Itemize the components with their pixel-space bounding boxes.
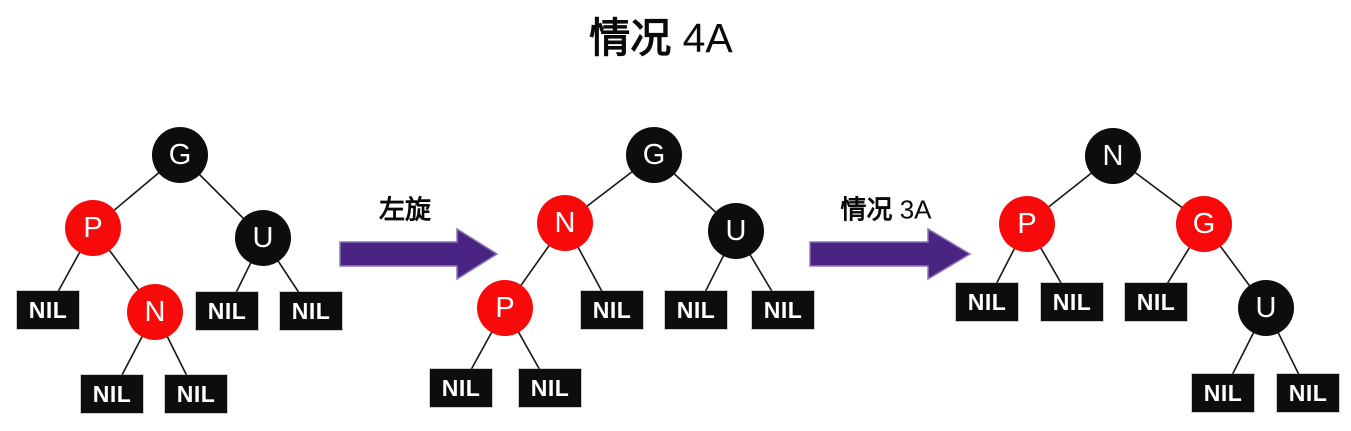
tree-node-p-red: P [65,200,121,256]
nil-leaf-node: NIL [430,369,492,407]
tree-node-u-black: U [708,203,764,259]
nil-leaf-node: NIL [280,292,342,330]
page-title-cjk: 情况 [589,15,672,61]
page-title: 情况 4A [589,4,733,64]
tree-node-n-red: N [537,195,593,251]
arrow-label-cjk: 情况 [840,194,893,225]
arrow-label: 左旋 [379,190,431,227]
nil-leaf-node: NIL [1277,374,1339,412]
tree-node-n-black: N [1085,128,1141,184]
nil-leaf-node: NIL [1125,283,1187,321]
transition-arrow-icon [809,227,972,281]
tree-node-u-black: U [1238,280,1294,336]
tree-node-n-red: N [127,284,183,340]
page-title-latin: 4A [671,15,733,61]
nil-leaf-node: NIL [1192,374,1254,412]
nil-leaf-node: NIL [81,375,143,413]
tree-node-g-black: G [152,127,208,183]
arrow-label-cjk: 左旋 [378,194,432,225]
arrow-label-latin: 3A [892,194,932,225]
nil-leaf-node: NIL [1041,283,1103,321]
nil-leaf-node: NIL [519,369,581,407]
tree-node-u-black: U [235,210,291,266]
nil-leaf-node: NIL [196,292,258,330]
arrow-label: 情况 3A [840,190,931,227]
nil-leaf-node: NIL [17,291,79,329]
nil-leaf-node: NIL [752,291,814,329]
tree-node-g-black: G [626,127,682,183]
nil-leaf-node: NIL [956,283,1018,321]
nil-leaf-node: NIL [665,291,727,329]
nil-leaf-node: NIL [581,291,643,329]
tree-node-g-red: G [1176,196,1232,252]
nil-leaf-node: NIL [165,375,227,413]
tree-node-p-red: P [477,280,533,336]
transition-arrow-icon [339,227,499,281]
tree-node-p-red: P [999,196,1055,252]
